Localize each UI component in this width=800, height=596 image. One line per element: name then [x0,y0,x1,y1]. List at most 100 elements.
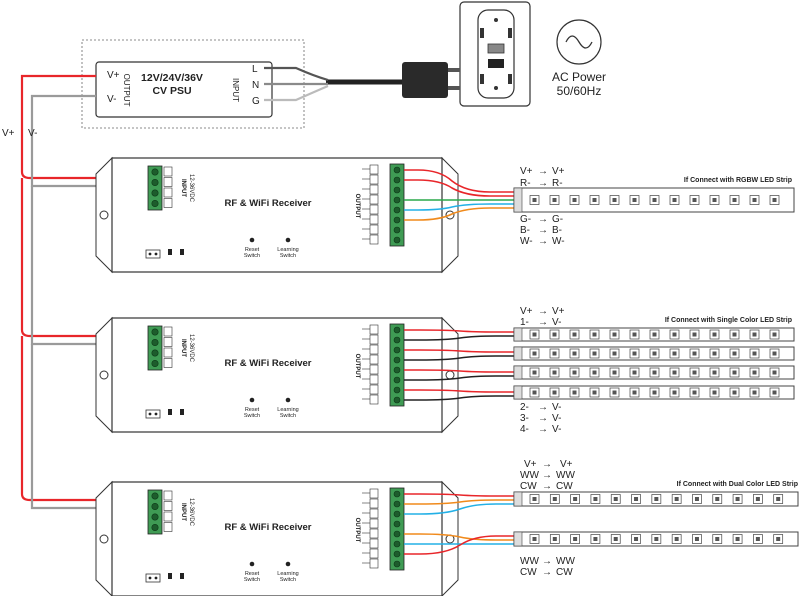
psu-in-l: L [252,64,258,75]
receiver-input-label: INPUT [180,339,186,357]
single-led-strip-4 [513,385,795,400]
led-strips [513,187,799,547]
map-to: CW [556,481,573,492]
map-from: WW [520,556,539,567]
dual-mapping-top: V+ → V+ WW → WW CW → CW [520,459,575,492]
rgbw-led-strip [513,187,795,213]
receiver-title: RF & WiFi Receiver [224,522,311,533]
map-to: V+ [560,459,573,470]
map-from: V+ [520,306,533,317]
output-terminal [389,487,405,571]
map-from: G- [520,214,531,225]
dc-bus-wires [20,74,150,510]
receiver-output-label: OUTPUT [354,194,360,219]
map-to: WW [556,470,575,481]
reset-switch[interactable] [249,237,255,243]
map-arrow: → [538,306,548,317]
output-terminal [389,323,405,407]
reset-switch[interactable] [249,561,255,567]
map-arrow: → [538,178,548,189]
dual-led-strip-2 [513,531,799,547]
map-arrow: → [538,413,548,424]
led-indicator [168,249,172,255]
reset-switch[interactable] [249,397,255,403]
learning-switch[interactable] [285,561,291,567]
learning-switch[interactable] [285,397,291,403]
led-indicator [168,573,172,579]
output-wires [404,329,514,401]
reset-label-2: Switch [244,413,260,419]
receiver-right-ear [441,316,459,434]
receiver-left-ear [95,156,113,274]
rgbw-mapping-bottom: G- → G- B- → B- W- → W- [520,214,565,247]
map-arrow: → [538,236,548,247]
receiver-output-label: OUTPUT [354,518,360,543]
input-terminal [147,165,163,211]
map-to: V- [552,424,561,435]
learning-label: Learning [277,247,298,253]
map-to: G- [552,214,563,225]
output-wires [404,493,514,555]
map-to: R- [552,178,563,189]
map-to: V- [552,317,561,328]
map-from: V+ [524,459,537,470]
map-arrow: → [538,402,548,413]
reset-label: Reset [245,247,260,253]
input-terminal [147,489,163,535]
receiver-input-voltage: 12-36VDC [188,334,194,363]
psu-title: 12V/24V/36V [141,72,203,84]
map-arrow: → [542,481,552,492]
bus-negative-label: V- [28,128,37,139]
map-from: 3- [520,413,529,424]
map-arrow: → [538,424,548,435]
antenna-connector [145,573,161,583]
led-indicator [180,249,184,255]
psu-input-label: INPUT [231,78,240,102]
learning-label: Learning [277,571,298,577]
map-from: 1- [520,317,529,328]
single-led-strip-1 [513,327,795,342]
receiver-input-label: INPUT [180,503,186,521]
single-led-strip-3 [513,365,795,380]
learning-label-2: Switch [280,577,296,583]
map-arrow: → [538,214,548,225]
map-from: 4- [520,424,529,435]
map-from: CW [520,481,537,492]
learning-label: Learning [277,407,298,413]
antenna-connector [145,249,161,259]
bus-positive-label: V+ [2,128,15,139]
single-led-strip-2 [513,346,795,361]
receiver-input-label: INPUT [180,179,186,197]
map-arrow: → [542,556,552,567]
reset-label: Reset [245,407,260,413]
map-to: V- [552,402,561,413]
reset-label-2: Switch [244,577,260,583]
wall-outlet [459,1,531,107]
single-mapping-bottom: 2- → V- 3- → V- 4- → V- [520,402,561,435]
receiver-left-ear [95,480,113,596]
psu-in-g: G [252,96,260,107]
dual-mapping-bottom: WW → WW CW → CW [520,556,575,578]
map-to: V- [552,413,561,424]
ac-power-label: AC Power [552,70,606,84]
map-to: V+ [552,306,565,317]
learning-switch[interactable] [285,237,291,243]
receiver-input-voltage: 12-36VDC [188,174,194,203]
psu-out-positive: V+ [107,70,120,81]
receiver-body [111,157,443,273]
reset-label-2: Switch [244,253,260,259]
map-arrow: → [538,317,548,328]
map-arrow: → [542,567,552,578]
map-from: WW [520,470,539,481]
input-terminal [147,325,163,371]
antenna-connector [145,409,161,419]
led-indicator [180,573,184,579]
learning-label-2: Switch [280,413,296,419]
map-from: R- [520,178,531,189]
map-from: W- [520,236,533,247]
map-from: B- [520,225,530,236]
